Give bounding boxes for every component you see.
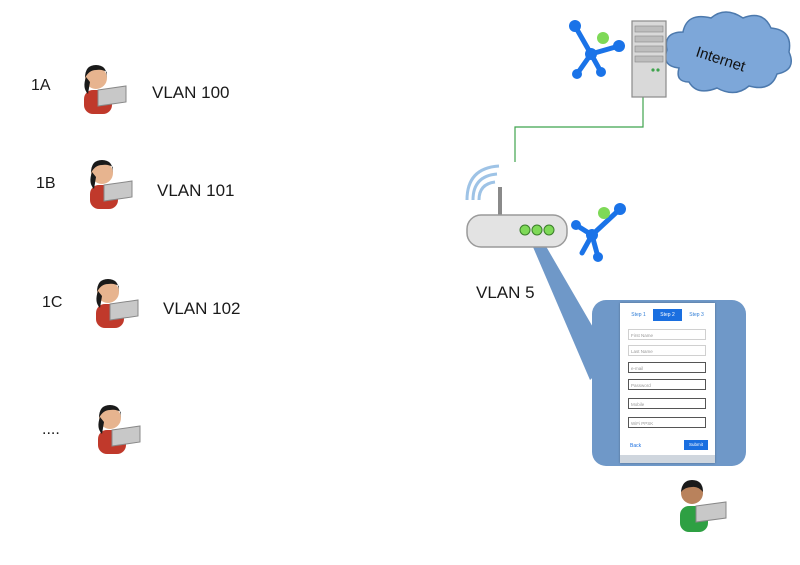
tab-step-2[interactable]: Step 2 [653,309,682,321]
email-field[interactable]: e-mail [628,362,706,373]
tab-step-3[interactable]: Step 3 [689,312,704,318]
client-1b-id: 1B [36,175,56,192]
router-vlan-label: VLAN 5 [476,283,535,302]
portal-callout-wedge [530,236,612,380]
back-link[interactable]: Back [630,443,642,449]
client-1c-user-icon [86,274,142,334]
mobile-field[interactable]: Mobile [628,398,706,409]
client-1c-vlan: VLAN 102 [163,299,241,318]
wifi-signal-icon [465,164,500,201]
captive-portal-form: Step 1 Step 2 Step 3 First Name Last Nam… [620,303,715,463]
router-icon [466,187,568,248]
wifi-ppsk-field[interactable]: WiFi PPSK [628,417,706,428]
client-1a-id: 1A [31,77,51,94]
client-1b-user-icon [80,155,136,215]
first-name-field[interactable]: First Name [628,329,706,340]
password-field[interactable]: Password [628,379,706,390]
tab-step-1[interactable]: Step 1 [631,312,646,318]
client-1a-user-icon [74,60,130,120]
form-footer-strip [620,455,715,463]
internet-cloud-icon: Internet [664,11,792,94]
router-network-node-icon [571,203,626,262]
submit-button[interactable]: Submit [684,440,708,450]
router-server-link [514,96,644,162]
client-1b-vlan: VLAN 101 [157,181,235,200]
client-1c-id: 1C [42,294,63,311]
network-node-icon [569,20,625,79]
client-more-ellipsis: .... [42,421,60,438]
client-1a-vlan: VLAN 100 [152,83,230,102]
portal-step-tabs: Step 1 Step 2 Step 3 [624,309,711,321]
last-name-field[interactable]: Last Name [628,345,706,356]
client-more-user-icon [88,400,144,460]
portal-user-icon [672,476,728,536]
server-icon [631,20,667,98]
